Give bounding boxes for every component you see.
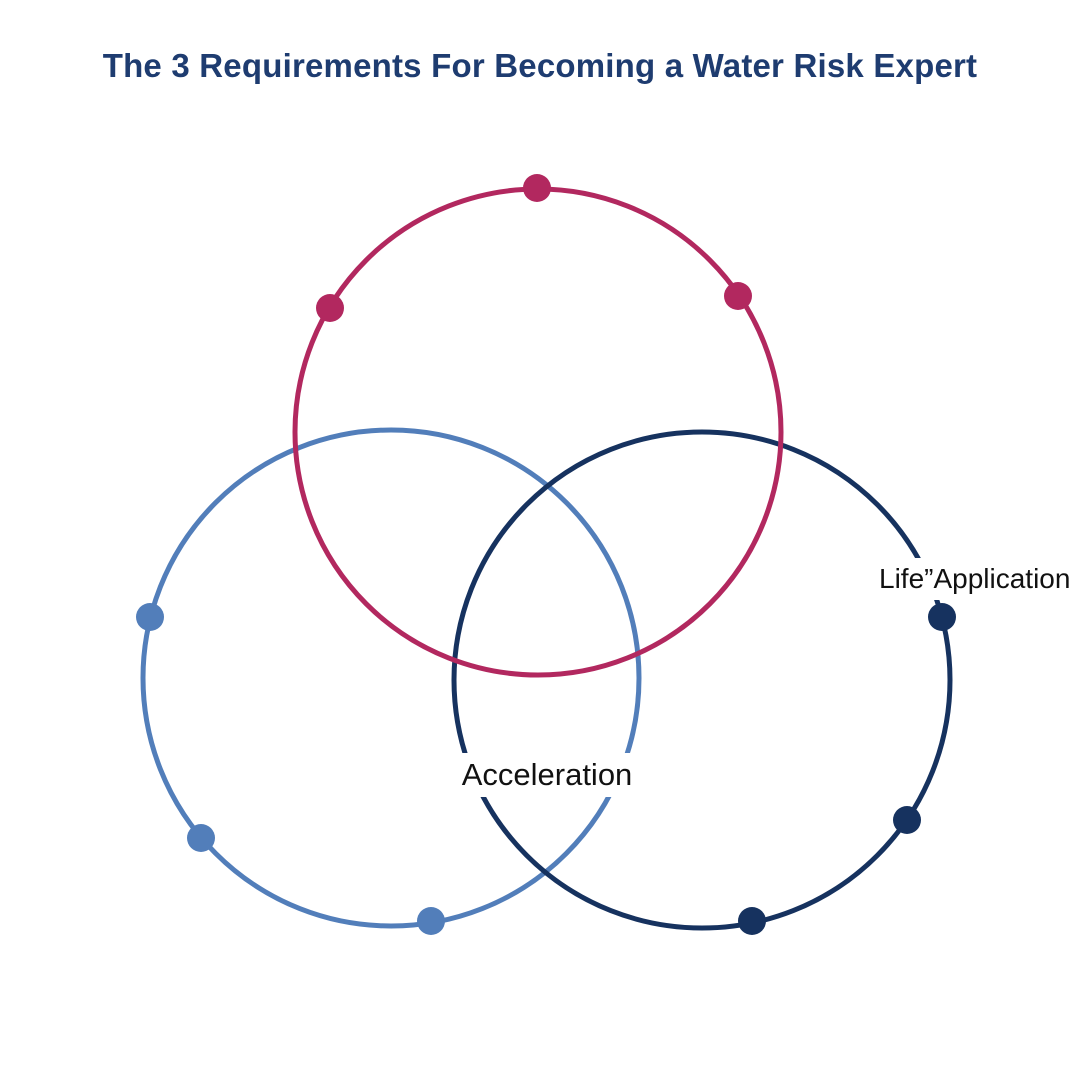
venn-dot-top-3 [724, 282, 752, 310]
label-application: Life”Application [876, 558, 1080, 600]
label-acceleration: Acceleration [447, 753, 647, 797]
venn-circle-bottom-right [451, 429, 953, 931]
venn-dot-bottom-right-3 [738, 907, 766, 935]
label-application-text: Life”Application [879, 563, 1071, 594]
venn-dot-bottom-right-1 [928, 603, 956, 631]
page-title: The 3 Requirements For Becoming a Water … [102, 47, 978, 84]
venn-dot-bottom-left-1 [136, 603, 164, 631]
venn-dot-bottom-left-3 [417, 907, 445, 935]
venn-dot-top-2 [316, 294, 344, 322]
venn-dot-top-1 [523, 174, 551, 202]
venn-dot-bottom-right-2 [893, 806, 921, 834]
venn-dot-bottom-left-2 [187, 824, 215, 852]
label-acceleration-text: Acceleration [461, 757, 633, 792]
venn-circle-bottom-left [140, 427, 642, 929]
